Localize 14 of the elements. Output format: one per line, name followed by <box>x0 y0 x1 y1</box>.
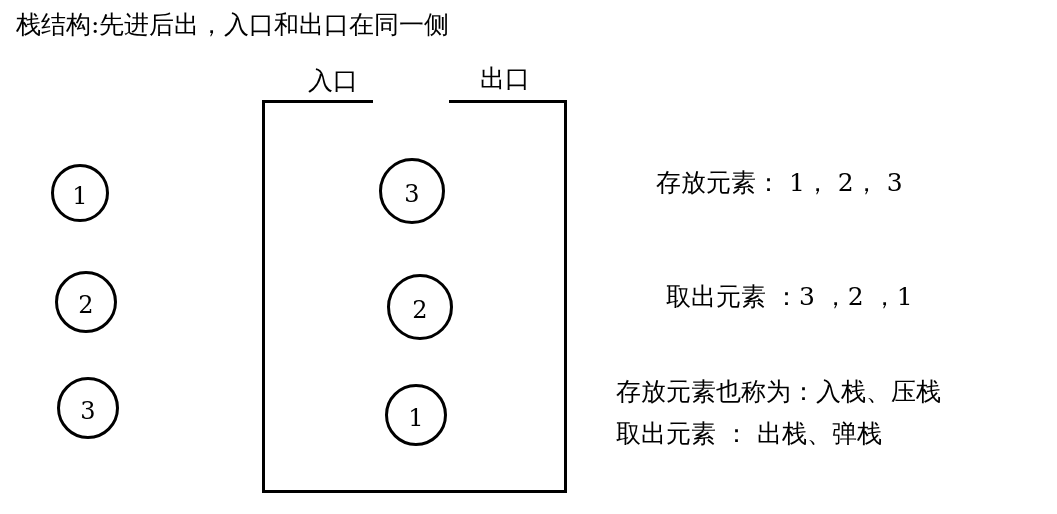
number-label: 2 <box>412 298 428 322</box>
number-label: 1 <box>72 184 88 208</box>
note-text: 存放元素： 1， 2， 3 <box>656 168 903 198</box>
entrance-label: 入口 <box>308 66 358 96</box>
exit-label: 出口 <box>480 64 530 94</box>
number-label: 3 <box>404 182 420 206</box>
number-label: 1 <box>408 406 424 430</box>
circle <box>51 164 109 222</box>
number-label: 3 <box>80 399 96 423</box>
number-label: 2 <box>78 293 94 317</box>
note-text: 存放元素也称为：入栈、压栈 <box>616 377 941 407</box>
note-text: 取出元素 ： 出栈、弹栈 <box>616 419 882 449</box>
note-text: 取出元素 ：3 ，2 ，1 <box>666 282 913 312</box>
title-text: 栈结构:先进后出，入口和出口在同一侧 <box>16 10 450 40</box>
